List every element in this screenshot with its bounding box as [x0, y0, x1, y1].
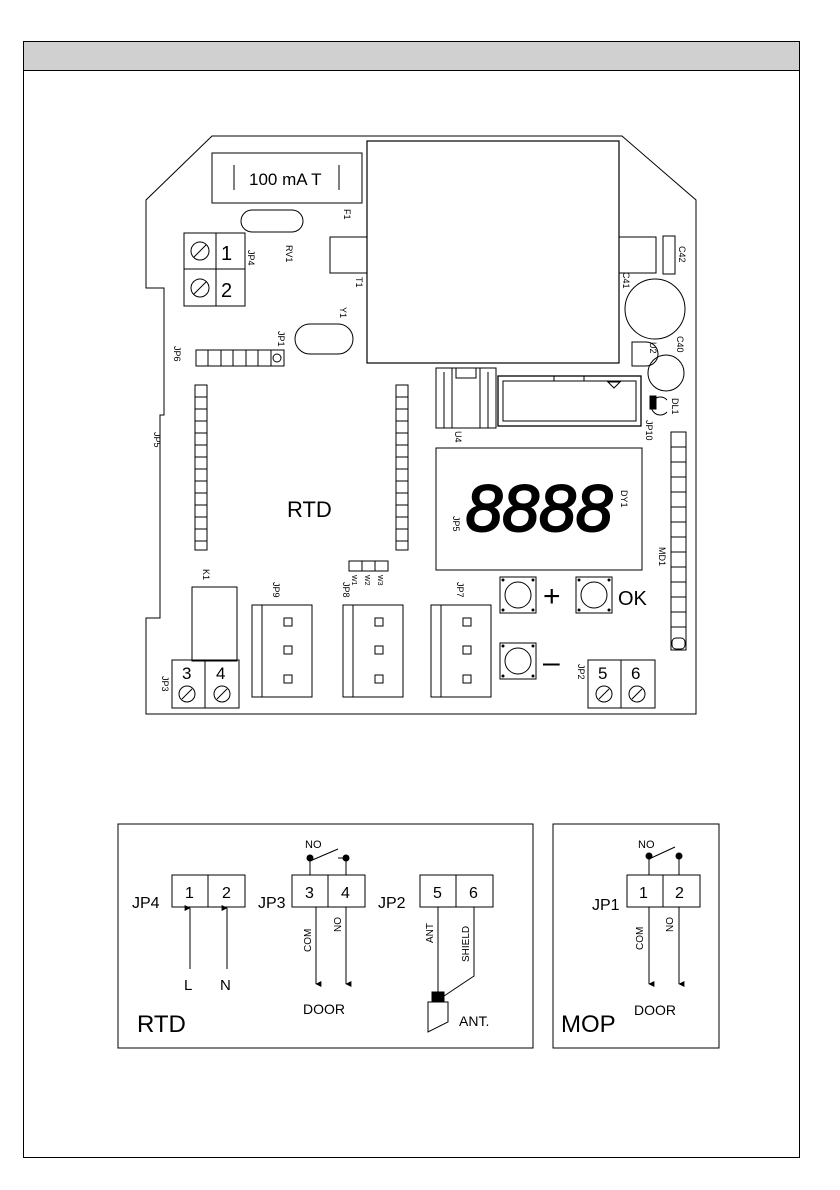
capacitor-c41	[625, 279, 685, 339]
rtd-jp3-t4: 4	[341, 885, 350, 902]
board-outline	[146, 136, 696, 714]
antenna-icon	[428, 1002, 448, 1032]
rtd-jp3-contact-label: NO	[305, 839, 322, 851]
ref-t1: T1	[354, 277, 364, 288]
terminal-4-label: 4	[216, 664, 225, 683]
ref-c41: C41	[621, 272, 631, 289]
terminal-1-label: 1	[221, 243, 232, 265]
ref-dl1: DL1	[670, 398, 680, 415]
relay-u4	[436, 368, 496, 428]
ref-k1: K1	[201, 569, 211, 580]
relay-k1	[192, 587, 237, 661]
ref-rv1: RV1	[284, 245, 294, 262]
ref-jp10: JP10	[644, 420, 654, 441]
display-digits: 8888	[466, 471, 613, 545]
terminal-5-label: 5	[598, 664, 607, 683]
ref-c40: C40	[675, 336, 685, 353]
rtd-wire-l-label: L	[184, 977, 192, 994]
capacitor-c40	[648, 355, 684, 391]
rtd-jp3-label: JP3	[258, 895, 286, 912]
rtd-jp2-t6: 6	[469, 885, 478, 902]
jumper-block-jp8	[349, 561, 388, 571]
rtd-jp4-label: JP4	[132, 895, 160, 912]
transformer	[367, 141, 619, 363]
rtd-wire-n-label: N	[220, 977, 231, 994]
contact-no-jp1	[649, 847, 679, 875]
ref-w3: W3	[376, 575, 383, 586]
button-plus[interactable]	[500, 577, 536, 613]
mop-door-label: DOOR	[634, 1002, 676, 1018]
terminal-3-label: 3	[182, 664, 191, 683]
ref-jp5-display: JP5	[451, 516, 461, 532]
ref-jp9: JP9	[271, 582, 281, 598]
rtd-panel-title: RTD	[137, 1011, 186, 1038]
mop-contact-label: NO	[638, 839, 655, 851]
mop-no-label: NO	[665, 917, 676, 932]
crystal	[295, 324, 353, 354]
rtd-jp3-no-label: NO	[333, 917, 344, 932]
ref-c42: C42	[677, 246, 687, 263]
ref-dy1: DY1	[619, 490, 629, 508]
connector-jp9	[252, 605, 312, 697]
ref-jp1: JP1	[276, 331, 286, 347]
rtd-door-label: DOOR	[303, 1001, 345, 1017]
terminal-2-label: 2	[221, 280, 232, 302]
button-minus-label: –	[543, 646, 560, 679]
mop-com-label: COM	[635, 927, 646, 950]
rtd-ant-label: ANT	[425, 923, 436, 943]
ref-jp7: JP7	[455, 582, 465, 598]
ref-u4: U4	[453, 431, 463, 443]
rtd-antenna-label: ANT.	[459, 1013, 489, 1029]
rtd-jp3-com-label: COM	[303, 929, 314, 952]
header-right	[396, 385, 408, 550]
rtd-jp4-t1: 1	[185, 885, 194, 902]
ref-w1: W1	[350, 575, 357, 586]
connector-jp8	[343, 605, 403, 697]
ref-w2: W2	[363, 575, 370, 586]
connector-jp10	[498, 376, 641, 426]
transformer-tab-left	[330, 237, 367, 273]
component-refs: F1 RV1 JP4 T1 Y1 JP1 JP6 JP5 C42 C41 C40…	[152, 209, 687, 692]
ref-jp5-side: JP5	[152, 432, 162, 448]
ref-jp8: JP8	[341, 582, 351, 598]
mop-jp1-label: JP1	[592, 897, 620, 914]
ref-y1: Y1	[338, 307, 348, 318]
ref-jp2: JP2	[576, 664, 586, 680]
mop-panel-title: MOP	[561, 1011, 616, 1038]
rtd-jp2-label: JP2	[378, 895, 406, 912]
varistor	[241, 210, 303, 232]
connector-jp7	[431, 605, 491, 697]
contact-no-jp3	[310, 849, 346, 875]
capacitor-c42	[663, 236, 675, 274]
ref-jp6: JP6	[172, 346, 182, 362]
ref-u2: U2	[648, 342, 658, 354]
rtd-shield-label: SHIELD	[461, 926, 472, 962]
terminal-6-label: 6	[631, 664, 640, 683]
header-left	[195, 385, 207, 550]
rtd-jp3-t3: 3	[305, 885, 314, 902]
header-md1	[671, 432, 686, 650]
circuit-board	[146, 136, 696, 714]
ref-f1: F1	[342, 209, 352, 220]
antenna-connector	[432, 992, 444, 1002]
button-minus[interactable]	[500, 643, 536, 679]
fuse-label: 100 mA T	[249, 170, 321, 189]
transformer-tab-right	[619, 237, 656, 273]
ref-jp3: JP3	[160, 676, 170, 692]
ref-jp4: JP4	[246, 250, 256, 266]
button-ok-label: OK	[618, 588, 648, 610]
button-ok[interactable]	[576, 577, 612, 613]
ref-md1: MD1	[657, 547, 667, 566]
rtd-jp2-t5: 5	[433, 885, 442, 902]
mop-jp1-t2: 2	[675, 885, 684, 902]
rtd-jp4-t2: 2	[222, 885, 231, 902]
button-plus-label: +	[543, 580, 561, 613]
mop-jp1-t1: 1	[639, 885, 648, 902]
board-model-label: RTD	[287, 497, 332, 522]
